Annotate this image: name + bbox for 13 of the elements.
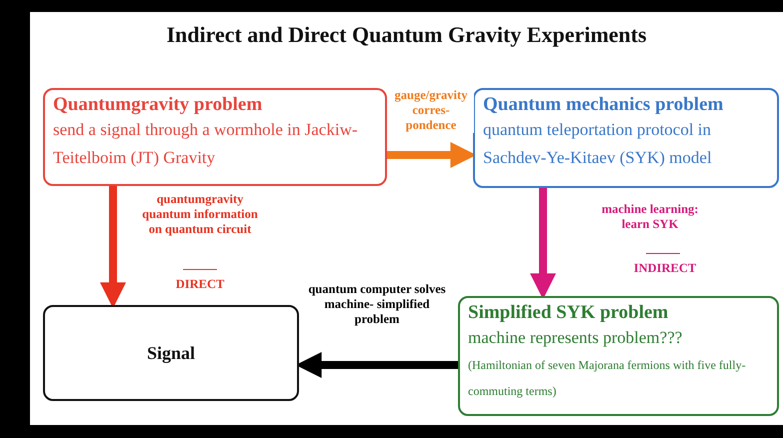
box-heading: Quantum mechanics problem xyxy=(482,94,724,116)
diagram-title: Indirect and Direct Quantum Gravity Experiments xyxy=(165,22,648,48)
process-box xyxy=(43,88,387,186)
box-note: (Hamiltonian of seven Majorana fermions with five fully-commuting terms) xyxy=(467,357,747,400)
box-text: machine represents problem??? xyxy=(467,327,684,349)
box-heading: Signal xyxy=(146,342,196,364)
process-box xyxy=(473,88,779,188)
box-text: send a signal through a wormhole in Jackiw-Teitelboim (JT) Gravity xyxy=(52,119,359,169)
process-box xyxy=(43,305,299,401)
box-text: quantum teleportation protocol in Sachdev-Ye-Kitaev (SYK) model xyxy=(482,119,713,169)
box-heading: Quantumgravity problem xyxy=(52,94,264,116)
process-box xyxy=(458,296,779,416)
box-heading: Simplified SYK problem xyxy=(467,302,670,324)
